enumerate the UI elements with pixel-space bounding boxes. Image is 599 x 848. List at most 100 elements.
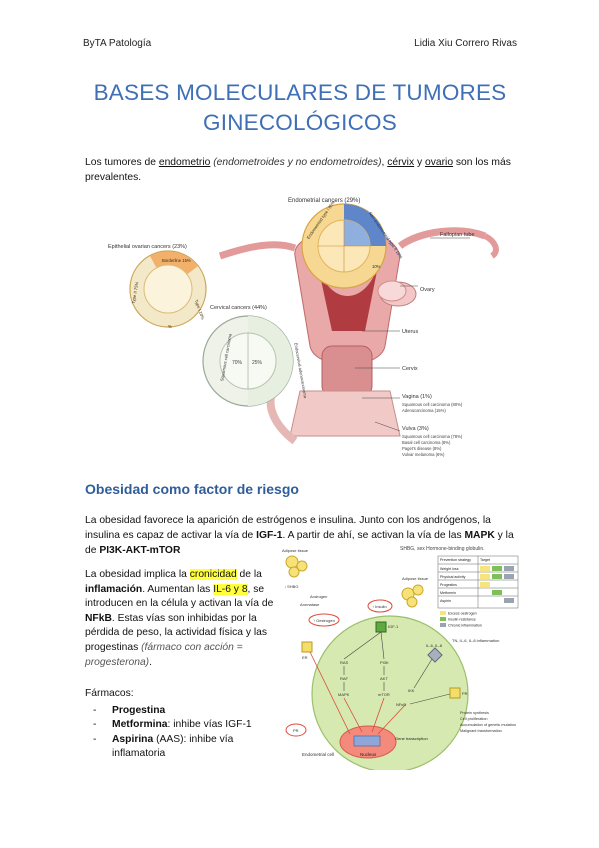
nucleus-label: Nucleus	[360, 752, 377, 757]
header-right: Lidia Xiu Correro Rivas	[414, 38, 517, 49]
list-item: Aspirina (AAS): inhibe vía inflamatoria	[85, 733, 285, 762]
vagina-title: Vagina (1%)	[402, 394, 432, 400]
table-row-3: Progestins	[440, 583, 457, 587]
intro-and: y	[414, 157, 425, 168]
endometrial-cell-label: Endometrial cell	[302, 752, 334, 757]
p3-text-1: La obesidad implica la	[85, 569, 190, 580]
adipose-label-2: Adipose tissue	[402, 576, 429, 581]
table-row-4: Metformin	[440, 591, 456, 595]
node-akt: AKT	[380, 676, 388, 681]
il-inflammation-label: TN, IL-6, IL-8 inflammation	[452, 638, 499, 643]
cervical-pct-25: 25%	[252, 360, 263, 366]
node-mtor: mTOR	[378, 692, 390, 697]
node-nfkb: NFκB	[396, 702, 406, 707]
ovarian-type1-label: Type I 10%	[194, 299, 206, 321]
label-ovary: Ovary	[420, 287, 435, 293]
term-ovario: ovario	[425, 157, 454, 168]
term-pi3k: PI3K-AKT-mTOR	[99, 545, 181, 556]
gynecologic-tumors-figure: Endometrial cancers (29%) Endometrioid t…	[108, 198, 499, 457]
outcome-3: Accumulation of genetic mutation	[460, 723, 516, 727]
drug-name: Aspirina	[112, 733, 154, 745]
legend-inflammation: Chronic inflammation	[448, 624, 482, 628]
insulin-label: ↑ Insulin	[372, 604, 387, 609]
section-heading: Obesidad como factor de riesgo	[85, 481, 299, 497]
igf1-label: IGF-1	[388, 624, 399, 629]
androgen-label: Androgen	[310, 594, 327, 599]
figure2-title: SHBG, sex Hormone-binding globulin.	[400, 546, 485, 552]
term-cervix: cérvix	[387, 157, 415, 168]
table-head-target: Target	[480, 558, 490, 562]
outcome-1: Protein synthesis	[460, 711, 489, 715]
label-cervix: Cervix	[402, 366, 418, 372]
vulva-item-4: Vulvar melanoma (6%)	[402, 452, 445, 457]
endometrial-cancers-title: Endometrial cancers (29%)	[288, 198, 360, 204]
ovarian-pct-label: %	[168, 324, 172, 329]
term-igf1: IGF-1	[256, 530, 283, 541]
title-line-1: BASES MOLECULARES DE TUMORES	[93, 80, 507, 105]
table-row-2: Physical activity	[440, 575, 466, 579]
drugs-heading: Fármacos:	[85, 688, 134, 699]
table-row-1: Weight loss	[440, 567, 459, 571]
p3-text-3: . Aumentan las	[142, 583, 214, 595]
drug-desc: (AAS): inhibe vía inflamatoria	[112, 733, 234, 760]
inflammation-paragraph: La obesidad implica la cronicidad de la …	[85, 568, 275, 670]
vulva-title: Vulva (3%)	[402, 426, 429, 432]
term-inflamacion: inflamación	[85, 583, 143, 595]
title-line-2: GINECOLÓGICOS	[203, 110, 397, 135]
er-label: ER	[302, 655, 308, 660]
intro-comma: ,	[381, 157, 388, 168]
list-item: Metformina: inhibe vías IGF-1	[85, 718, 285, 733]
node-ikk: IKK	[408, 688, 415, 693]
cervical-pct-70: 70%	[232, 360, 243, 366]
intro-text-end: son los más prevalentes.	[85, 157, 511, 183]
obesity-paragraph: La obesidad favorece la aparición de est…	[85, 513, 515, 558]
p2-text-3: y la de	[85, 530, 514, 556]
adipose-label-1: Adipose tissue	[282, 548, 309, 553]
legend-insulin: Insulin resistance	[448, 618, 476, 622]
term-nfkb: NFkB	[85, 612, 112, 624]
header-left: ByTA Patología	[83, 38, 152, 49]
legend-estrogen: Excess oestrogen	[448, 612, 477, 616]
intro-text: Los tumores de	[85, 157, 159, 168]
node-pi3k: PI3K	[380, 660, 389, 665]
vulva-item-2: Basal cell carcinoma (8%)	[402, 440, 451, 445]
label-fallopian-tube: Fallopian tube	[440, 232, 475, 238]
ovarian-borderline-label: Borderline 15%	[162, 258, 191, 263]
p3-text-2: de la	[236, 569, 262, 580]
term-cronicidad: cronicidad	[189, 569, 237, 580]
drug-desc: : inhibe vías IGF-1	[167, 719, 252, 731]
p3-text-5: . Estas vías son inhibidas por la pérdid…	[85, 612, 268, 653]
drug-name: Progestina	[112, 704, 166, 716]
p2-text-2: . A partir de ahí, se activan la vía de …	[282, 530, 465, 541]
endometrial-pct-label: 10%	[372, 264, 381, 269]
drugs-list-block: Fármacos: Progestina Metformina: inhibe …	[85, 687, 285, 762]
p2-text-1: La obesidad favorece la aparición de est…	[85, 515, 491, 541]
intro-endometrio-types: (endometroides y no endometroides)	[210, 157, 382, 168]
table-row-5: Aspirin	[440, 599, 451, 603]
vulva-item-3: Paget's disease (8%)	[402, 446, 442, 451]
outcome-4: Malignant transformation	[460, 729, 502, 733]
outcome-2: Cell proliferation	[460, 717, 487, 721]
cervical-cancers-title: Cervical cancers (44%)	[210, 305, 267, 311]
ovarian-cancers-title: Epithelial ovarian cancers (23%)	[108, 244, 187, 250]
drug-name: Metformina	[112, 719, 168, 731]
term-il: IL-6 y 8	[213, 583, 248, 595]
term-mapk: MAPK	[464, 530, 495, 541]
drugs-list: Progestina Metformina: inhibe vías IGF-1…	[85, 704, 285, 762]
node-mapk: MAPK	[338, 692, 350, 697]
p3-drug-note: (fármaco con acción = progesterona)	[85, 641, 243, 668]
prevention-table: Prevention strategy Target Weight loss P…	[437, 555, 519, 628]
pr-label: PR	[462, 691, 468, 696]
pr-label-lower: PR	[293, 728, 299, 733]
aromatase-label: Aromatase	[300, 602, 320, 607]
p3-text-4: , se introducen en la célula y activan l…	[85, 583, 274, 610]
estrogen-label: ↑ Oestrogen	[313, 618, 335, 623]
vagina-item-1: Squamous cell carcinoma (80%)	[402, 402, 463, 407]
vagina-item-2: Adenocarcinoma (15%)	[402, 408, 446, 413]
ovarian-type2-label: Type II 75%	[131, 281, 140, 304]
table-head-strategy: Prevention strategy	[440, 558, 471, 562]
term-endometrio: endometrio	[158, 157, 211, 168]
list-item: Progestina	[85, 704, 285, 719]
page-title: BASES MOLECULARES DE TUMORES GINECOLÓGIC…	[60, 78, 540, 138]
il-label: IL-6, IL-8	[426, 643, 443, 648]
